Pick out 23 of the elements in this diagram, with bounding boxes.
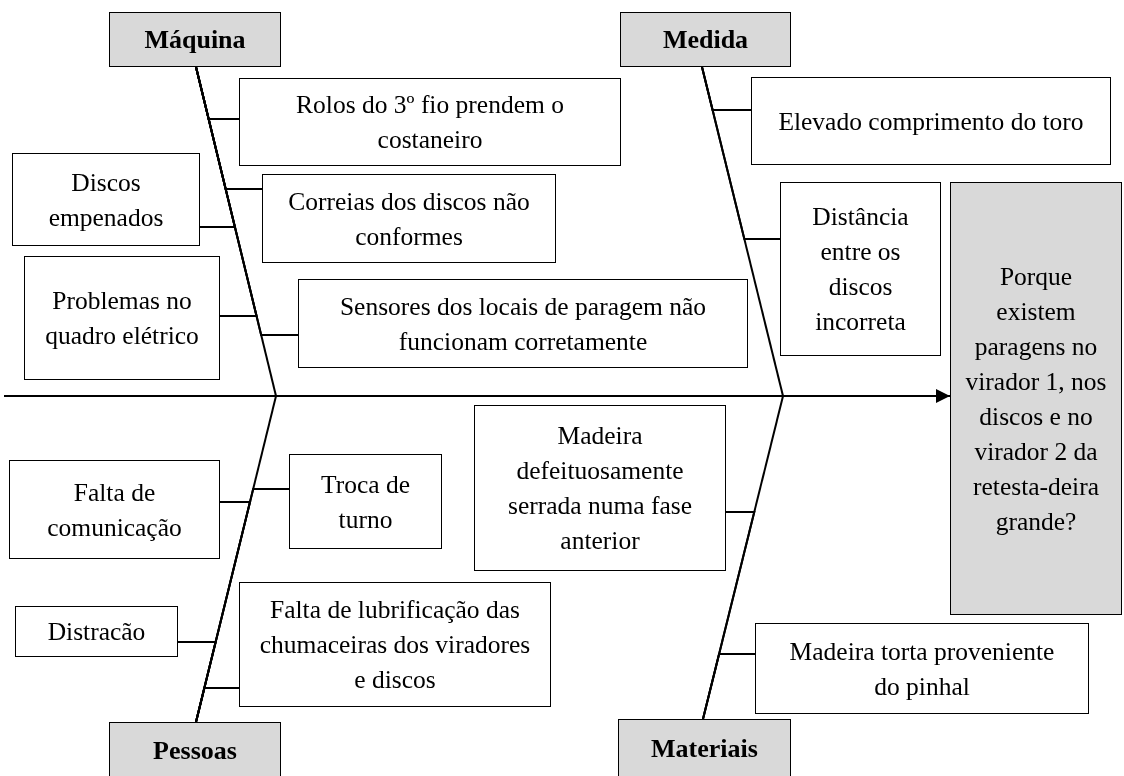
spine-arrow: [3, 389, 951, 403]
cause-box: Falta de lubrificação das chumaceiras dos viradores e discos: [239, 582, 551, 707]
cause-box: Problemas no quadro elétrico: [24, 256, 220, 380]
cause-box: Madeira torta proveniente do pinhal: [755, 623, 1089, 714]
category-box: Medida: [620, 12, 791, 67]
cause-box: Correias dos discos não conformes: [262, 174, 556, 263]
cause-box: Falta de comunicação: [9, 460, 220, 559]
branch-line: [702, 653, 756, 720]
cause-box: Troca de turno: [289, 454, 442, 549]
branch-line: [701, 66, 781, 240]
cause-box: Sensores dos locais de paragem não funcionam corretamente: [298, 279, 748, 368]
cause-box: Rolos do 3º fio prendem o costaneiro: [239, 78, 621, 166]
cause-box: Distracão: [15, 606, 178, 657]
category-box: Máquina: [109, 12, 281, 67]
category-box: Materiais: [618, 719, 791, 776]
branch-line: [195, 66, 299, 336]
cause-box: Madeira defeituosamente serrada numa fase anterior: [474, 405, 726, 571]
cause-box: Elevado comprimento do toro: [751, 77, 1111, 165]
cause-box: Discos empenados: [12, 153, 200, 246]
category-box: Pessoas: [109, 722, 281, 776]
effect-box: Porque existem paragens no virador 1, nos discos e no virador 2 da retesta-deira grande?: [950, 182, 1122, 615]
branch-line: [195, 687, 240, 723]
cause-box: Distância entre os discos incorreta: [780, 182, 941, 356]
